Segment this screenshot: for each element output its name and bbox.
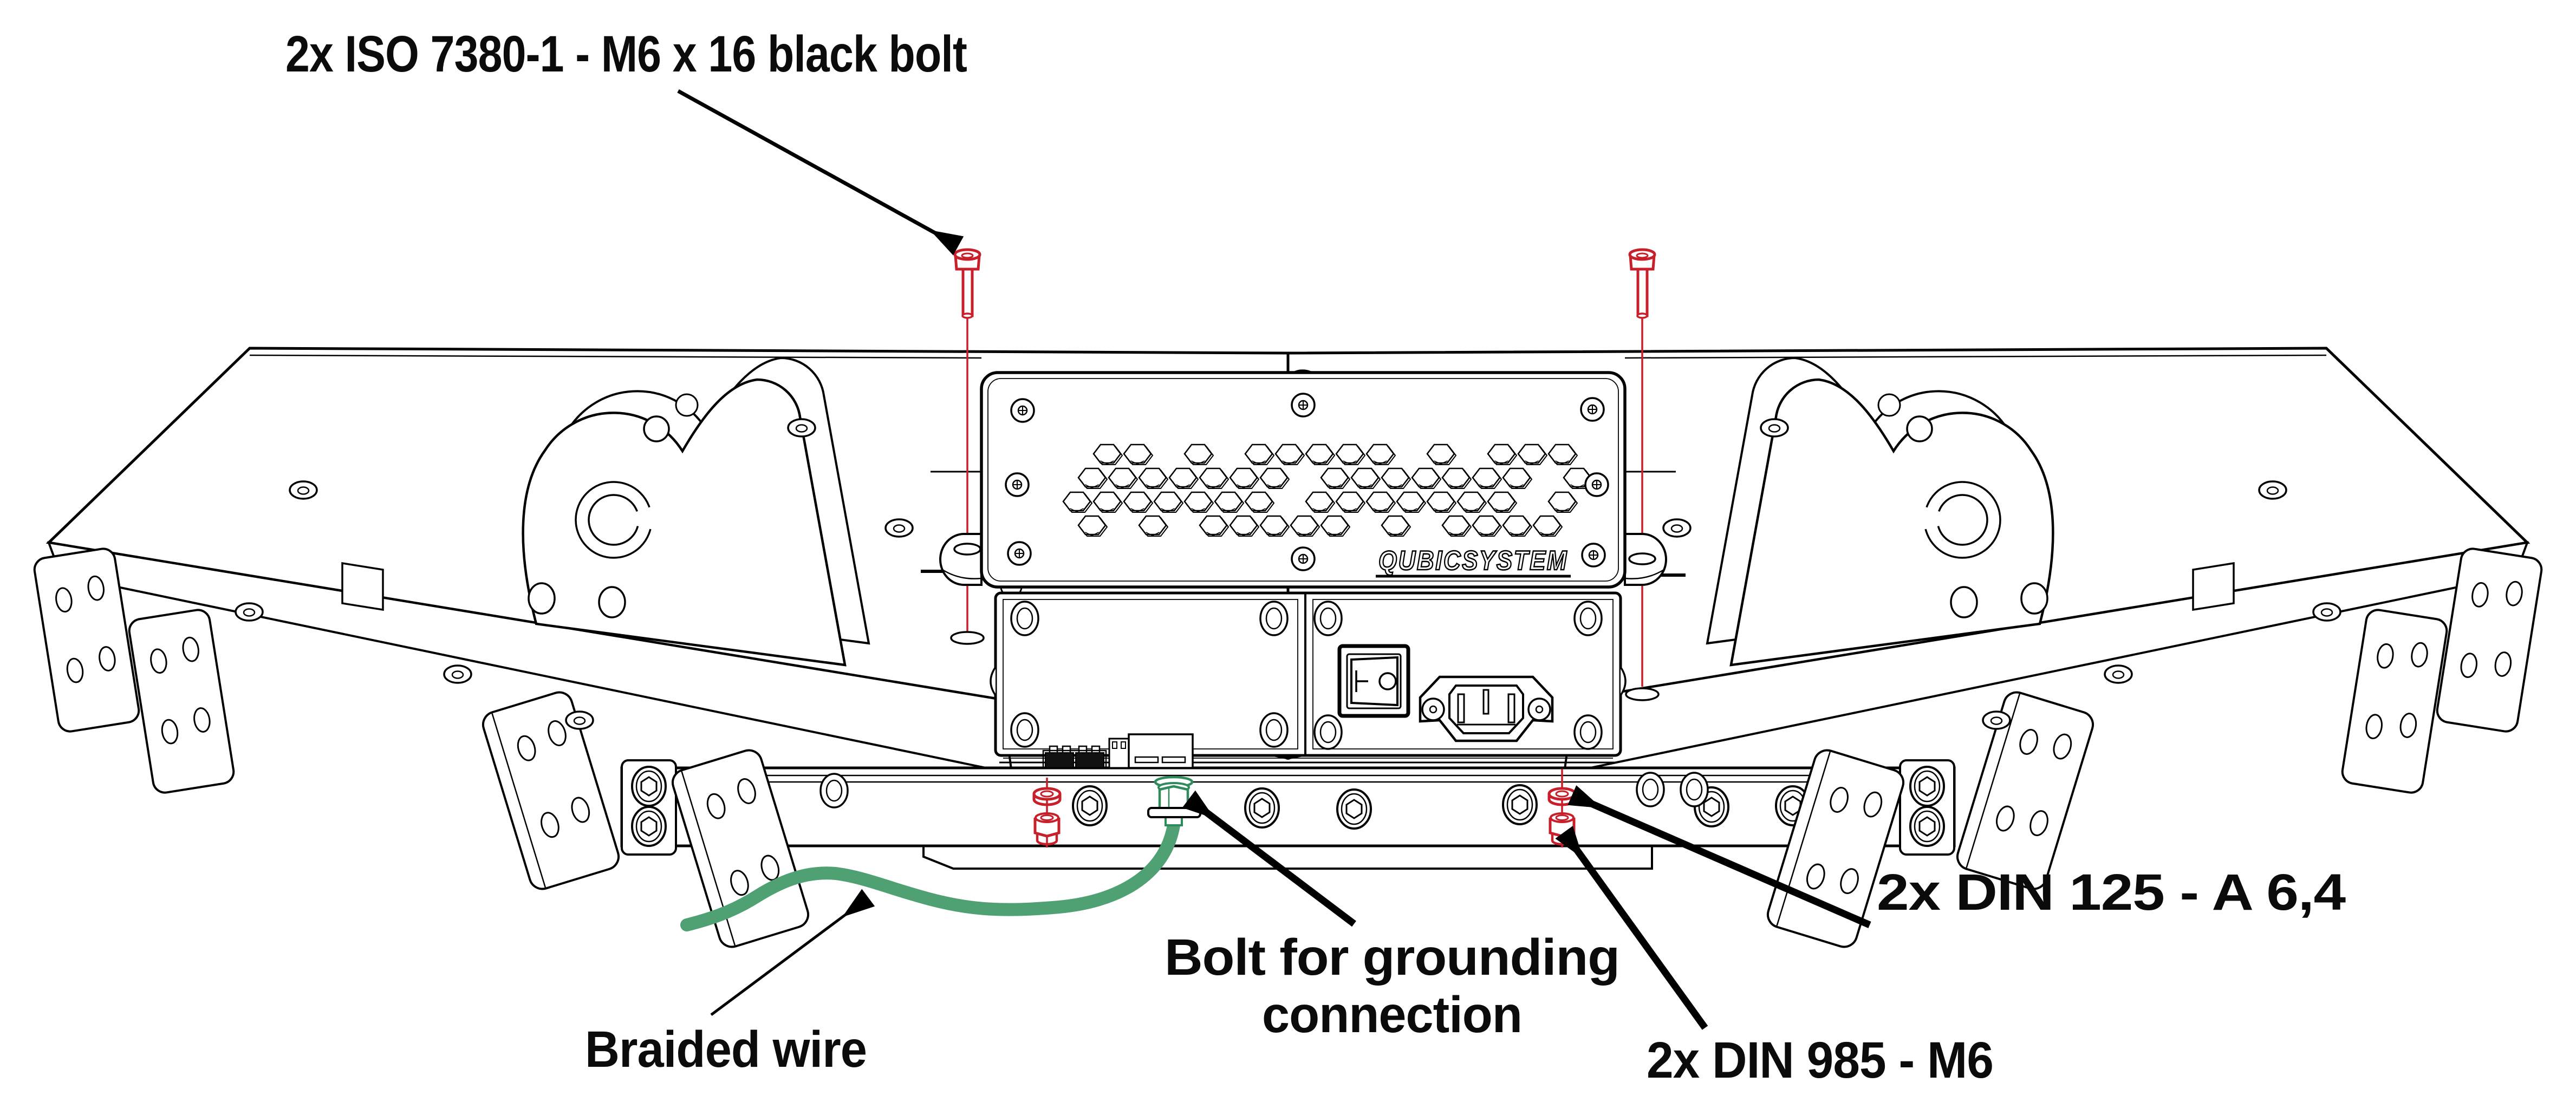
box-lid: QUBICSYSTEM	[980, 371, 1627, 589]
ring-terminal-bar	[1147, 807, 1201, 818]
leader-din125	[1567, 785, 1871, 928]
brand-logo: QUBICSYSTEM	[1376, 545, 1571, 578]
inlet-pin-left	[1457, 693, 1465, 723]
callouts: 2x ISO 7380-1 - M6 x 16 black bolt 2x DI…	[285, 25, 2346, 1089]
braided-wire	[680, 819, 1180, 931]
callout-din985: 2x DIN 985 - M6	[1647, 1032, 1993, 1089]
iso-bolt-left	[953, 248, 981, 319]
pivot-bracket-left	[523, 357, 870, 665]
leader-braided-wire	[710, 889, 875, 1016]
leader-grounding	[1182, 790, 1356, 927]
switch-off-mark	[1378, 672, 1397, 690]
rail-step-plate	[922, 846, 1653, 870]
c-ring-gap	[612, 503, 665, 533]
iso-bolt-right	[1628, 248, 1656, 319]
brand-logo-text: QUBICSYSTEM	[1378, 545, 1568, 576]
washer-nut-left	[1032, 778, 1062, 847]
bottom-rail	[620, 759, 1956, 870]
hex-vent-pattern	[1062, 444, 1593, 537]
plate-cutout-right	[2192, 562, 2235, 611]
rocker[interactable]	[1350, 656, 1398, 707]
control-box: QUBICSYSTEM	[939, 371, 1667, 769]
io-connectors[interactable]	[1042, 733, 1194, 769]
inlet-pin-earth	[1482, 689, 1489, 715]
leader-din985	[1555, 826, 1708, 1030]
callout-din125: 2x DIN 125 - A 6,4	[1877, 864, 2346, 921]
din985-nut	[1033, 812, 1061, 846]
iec-power-inlet[interactable]	[1419, 675, 1554, 742]
callout-iso-bolt: 2x ISO 7380-1 - M6 x 16 black bolt	[285, 25, 967, 83]
mounting-ear-left	[939, 533, 983, 586]
box-lower-body	[990, 591, 1627, 769]
connector-block-1[interactable]	[1045, 752, 1074, 768]
side-latch-right	[1619, 667, 1627, 696]
leader-iso-bolt	[677, 89, 964, 256]
pivot-bracket-right	[1706, 357, 2053, 665]
mounting-ear-right	[1624, 533, 1667, 586]
inlet-pin-right	[1507, 693, 1515, 723]
power-switch[interactable]	[1337, 644, 1410, 718]
side-latch-left	[990, 667, 997, 696]
callout-grounding-line1: Bolt for grounding	[1165, 929, 1619, 986]
callout-braided-wire: Braided wire	[585, 1021, 867, 1078]
connector-block-2[interactable]	[1075, 752, 1104, 768]
callout-grounding-line2: connection	[1262, 986, 1522, 1044]
plate-cutout-left	[341, 562, 384, 611]
